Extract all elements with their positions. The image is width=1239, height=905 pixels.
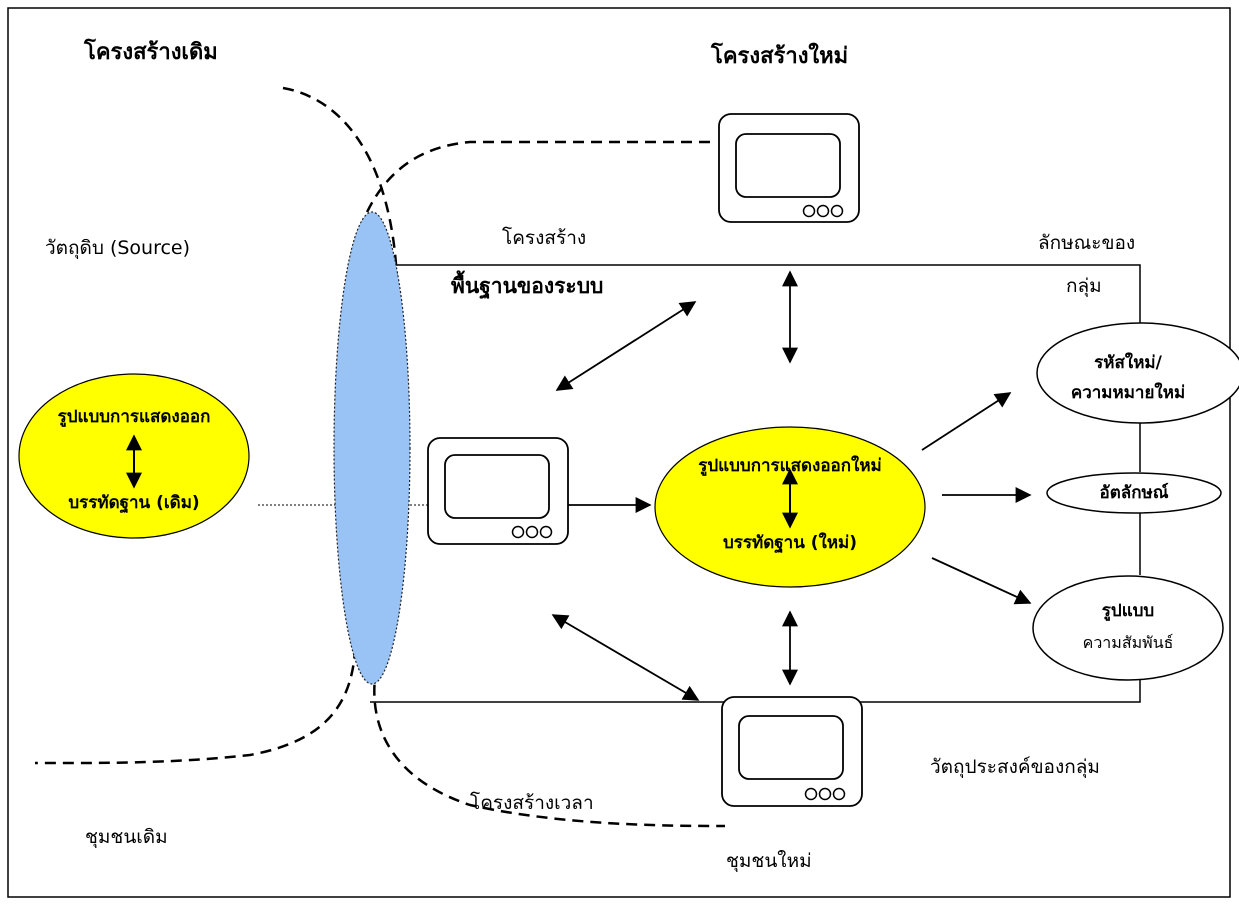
- source-label: วัตถุดิบ (Source): [45, 237, 191, 259]
- old-norms-label: บรรทัดฐาน (เดิม): [68, 493, 200, 513]
- new-expression-label: รูปแบบการแสดงออกใหม่: [698, 456, 882, 476]
- community-device-icon: [721, 696, 863, 807]
- system-basis-label: พื้นฐานของระบบ: [451, 274, 604, 298]
- bottom-diagonal-double-arrow: [551, 614, 700, 701]
- old-structure-title: โครงสร้างเดิม: [84, 40, 218, 65]
- new-norms-label: บรรทัดฐาน (ใหม่): [722, 533, 858, 553]
- new-meaning-label: ความหมายใหม่: [1070, 383, 1186, 403]
- basis-double-arrow: [555, 301, 697, 391]
- group-objective-label: วัตถุประสงค์ของกลุ่ม: [930, 756, 1100, 778]
- new-structure-device-icon: [718, 113, 860, 223]
- identity-ellipse: [1046, 472, 1222, 514]
- old-community-label: ชุมชนเดิม: [85, 826, 168, 848]
- norms-to-code-arrow: [921, 392, 1012, 451]
- group-characteristics-label: ลักษณะของ: [1038, 232, 1136, 254]
- new-structure-title: โครงสร้างใหม่: [711, 44, 849, 69]
- new-community-label: ชุมชนใหม่: [726, 850, 812, 872]
- new-code-ellipse: [1036, 322, 1239, 424]
- new-code-label: รหัสใหม่/: [1094, 353, 1162, 373]
- transition-lens: [333, 211, 411, 685]
- structure-word-label: โครงสร้าง: [502, 227, 587, 249]
- norms-to-pattern-arrow: [931, 557, 1032, 605]
- old-expression-label: รูปแบบการแสดงออก: [57, 407, 211, 427]
- group-characteristics-label-2: กลุ่ม: [1066, 275, 1102, 297]
- time-structure-label: โครงสร้างเวลา: [470, 792, 594, 814]
- system-frame-line: [370, 264, 1141, 703]
- identity-label: อัตลักษณ์: [1099, 483, 1169, 503]
- relationship-pattern-ellipse: [1032, 575, 1224, 681]
- system-device-icon: [427, 437, 569, 545]
- pattern-label: รูปแบบ: [1101, 601, 1155, 621]
- relationship-label: ความสัมพันธ์: [1082, 633, 1174, 652]
- outer-frame: [7, 7, 1231, 898]
